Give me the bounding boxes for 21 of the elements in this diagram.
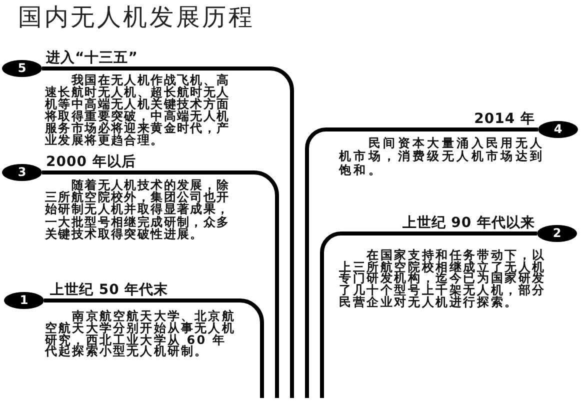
stage-heading: 进入“十三五” bbox=[46, 50, 138, 66]
number-badge: 2 bbox=[537, 225, 577, 242]
stage-heading: 2000 年以后 bbox=[46, 154, 136, 170]
number-badge: 3 bbox=[2, 164, 42, 181]
timeline-line bbox=[44, 298, 264, 398]
stage-description: 在国家支持和任务带动下，以上三所航空院校相继成立了无人机专门研发机构，迄今已为国家研发了几十个型号上千架无人机，部分民营企业对无人机进行探索。 bbox=[339, 250, 547, 309]
number-badge: 4 bbox=[538, 121, 578, 138]
timeline-line bbox=[320, 232, 537, 398]
timeline-line bbox=[42, 66, 294, 398]
stage-heading: 2014 年 bbox=[474, 111, 535, 127]
stage-description: 我国在无人机作战飞机、高速长航时无人机、超长航时无人机等中高端无人机关键技术方面将取得重要突破，中高端无人机服务市场必将迎来黄金时代，产业发展将更趋合理。 bbox=[45, 75, 231, 146]
stage-heading: 上世纪 50 年代末 bbox=[50, 282, 168, 298]
title: 国内无人机发展历程 bbox=[18, 4, 255, 30]
stage-heading: 上世纪 90 年代以来 bbox=[402, 215, 535, 231]
stage-description: 随着无人机技术的发展，除三所航空院校外，集团公司也开始研制无人机并取得显著成果，一大批型号相继完成研制，众多关键技术取得突破性进展。 bbox=[45, 179, 231, 240]
number-badge: 1 bbox=[4, 292, 44, 309]
timeline-line bbox=[305, 128, 538, 398]
timeline-line bbox=[42, 170, 279, 398]
stage-description: 民间资本大量涌入民用无人机市场，消费级无人机市场达到饱和。 bbox=[339, 137, 546, 177]
stage-description: 南京航空航天大学、北京航空航天大学分别开始从事无人机研究，西北工业大学从 60 年代起探索小型无人机研制。 bbox=[45, 311, 236, 358]
number-badge: 5 bbox=[2, 60, 42, 77]
